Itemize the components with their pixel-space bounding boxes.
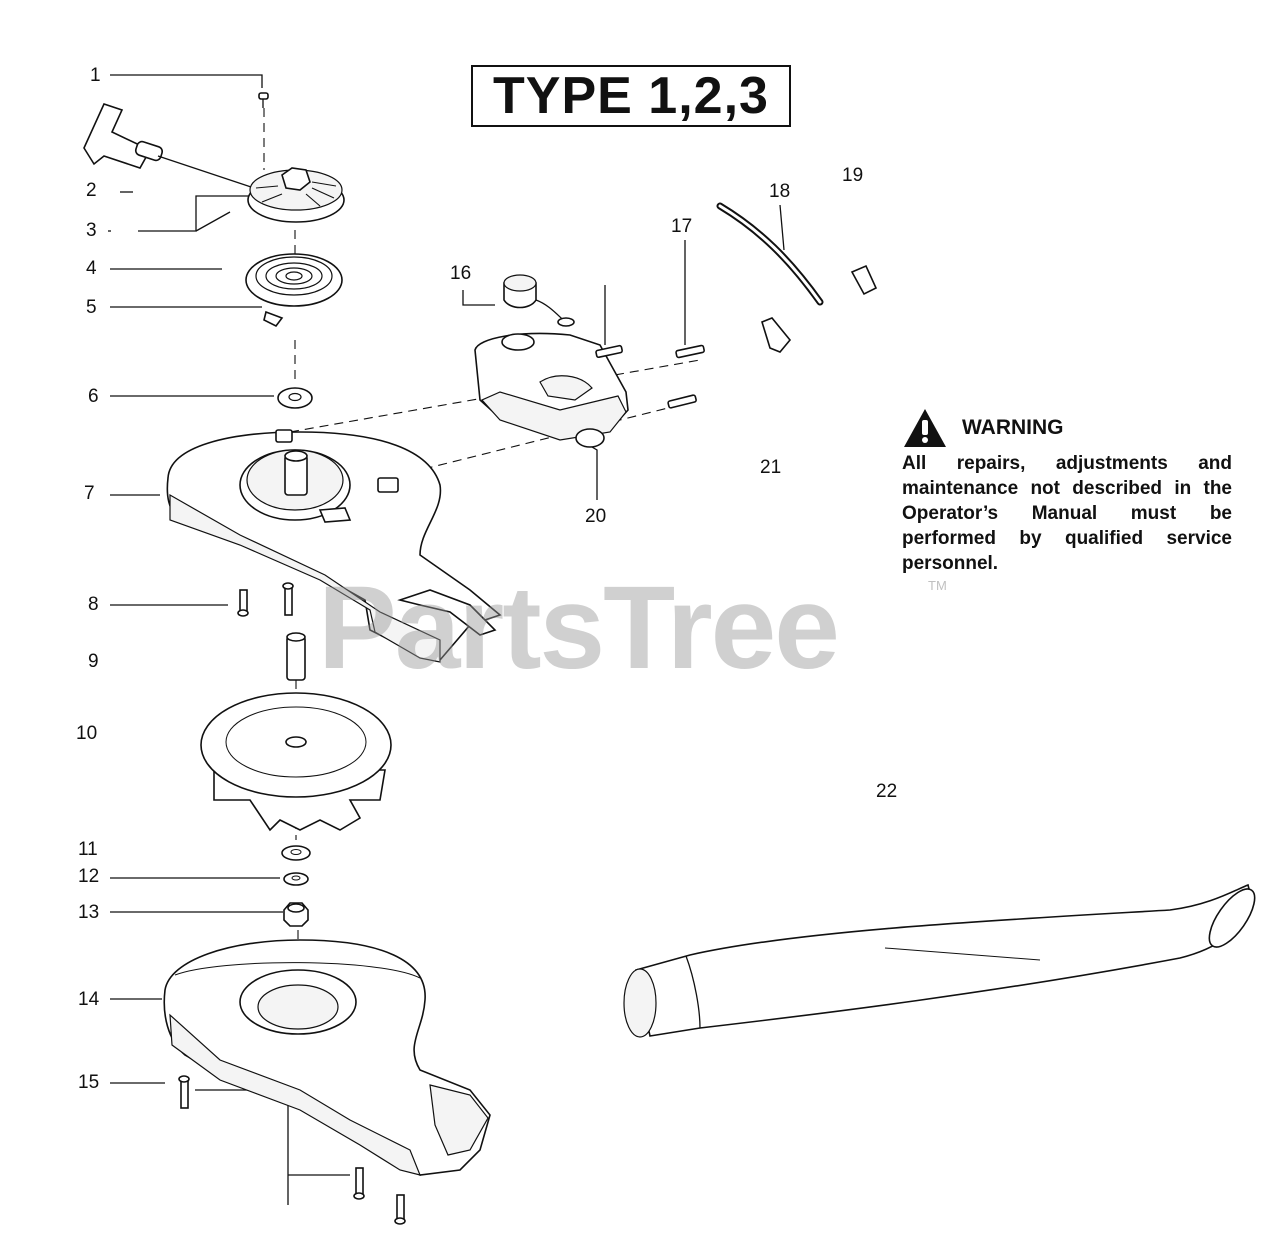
callout-9[interactable]: 9 — [88, 651, 99, 672]
part-2-starter-handle[interactable] — [83, 103, 261, 191]
callout-6[interactable]: 6 — [88, 386, 99, 407]
part-15-screw-left[interactable] — [178, 1075, 190, 1109]
part-8-screw-left[interactable] — [237, 589, 249, 617]
warning-notice: WARNING All repairs, adjustments and mai… — [902, 407, 1232, 576]
part-1-screw[interactable] — [258, 92, 269, 108]
warning-header: WARNING — [902, 407, 1232, 449]
part-9-spacer[interactable] — [286, 632, 306, 681]
warning-label: WARNING — [962, 416, 1064, 439]
part-14-fan-housing-lower[interactable] — [163, 939, 491, 1176]
watermark-tm: TM — [928, 578, 947, 593]
callout-14[interactable]: 14 — [78, 989, 100, 1010]
callout-21[interactable]: 21 — [760, 457, 781, 478]
part-20-fuel-tank[interactable] — [474, 332, 629, 448]
callout-7[interactable]: 7 — [84, 483, 95, 504]
callout-2[interactable]: 2 — [86, 180, 97, 201]
part-3-starter-pulley[interactable] — [247, 167, 345, 223]
part-12-lock-washer[interactable] — [283, 872, 309, 886]
warning-text: All repairs, adjustments and maintenance… — [902, 453, 1232, 574]
part-15-screw-right[interactable] — [394, 1194, 406, 1225]
part-10-fan-impeller[interactable] — [200, 692, 392, 832]
part-19-fuel-filter[interactable] — [761, 264, 878, 353]
part-16-fuel-cap[interactable] — [503, 274, 575, 327]
part-17-screw-upper[interactable] — [595, 344, 623, 359]
part-17-screw-middle[interactable] — [675, 344, 705, 359]
callout-12[interactable]: 12 — [78, 866, 99, 887]
callout-13[interactable]: 13 — [78, 902, 99, 923]
callout-4[interactable]: 4 — [86, 258, 97, 279]
callout-11[interactable]: 11 — [78, 839, 98, 860]
part-15-screw-middle[interactable] — [353, 1167, 365, 1200]
callout-20[interactable]: 20 — [585, 506, 606, 527]
part-22-blower-tube[interactable] — [623, 882, 1263, 1038]
part-6-washer[interactable] — [277, 387, 313, 409]
callout-3[interactable]: 3 — [86, 220, 97, 241]
part-7-fan-housing-upper[interactable] — [166, 429, 502, 663]
part-4-recoil-spring[interactable] — [245, 253, 343, 307]
part-8-screw-right[interactable] — [282, 582, 294, 616]
part-17-screw-lower[interactable] — [667, 394, 697, 409]
part-5-spring-hook[interactable] — [263, 310, 284, 328]
warning-triangle-icon — [904, 409, 946, 447]
callout-1[interactable]: 1 — [90, 65, 101, 86]
callout-8[interactable]: 8 — [88, 594, 99, 615]
callout-16[interactable]: 16 — [450, 263, 471, 284]
callout-17[interactable]: 17 — [671, 216, 692, 237]
callout-5[interactable]: 5 — [86, 297, 97, 318]
callout-19[interactable]: 19 — [842, 165, 863, 186]
part-11-washer[interactable] — [281, 845, 311, 861]
watermark: PartsTree — [318, 562, 840, 694]
callout-10[interactable]: 10 — [76, 723, 97, 744]
part-18-fuel-line[interactable] — [716, 202, 824, 306]
callout-18[interactable]: 18 — [769, 181, 790, 202]
callout-15[interactable]: 15 — [78, 1072, 99, 1093]
callout-22[interactable]: 22 — [876, 781, 897, 802]
part-13-nut[interactable] — [283, 902, 309, 927]
type-title: TYPE 1,2,3 — [471, 65, 791, 127]
